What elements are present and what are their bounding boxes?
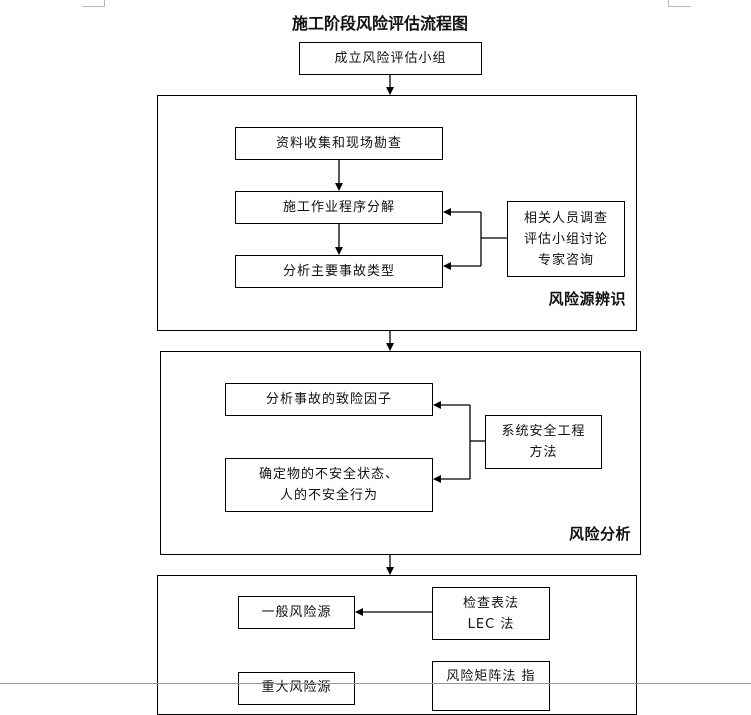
page-corner-mark-right xyxy=(668,0,691,7)
page-bottom-rule xyxy=(0,683,751,684)
page-corner-mark-left xyxy=(82,0,105,7)
identification-label: 风险源辨识 xyxy=(548,290,626,308)
general-methods-box: 检查表法 LEC 法 xyxy=(432,587,550,640)
document-title: 施工阶段风险评估流程图 xyxy=(291,14,468,33)
major-risk-box: 重大风险源 xyxy=(238,672,355,705)
form-team-box: 成立风险评估小组 xyxy=(299,42,482,75)
major-methods-box: 风险矩阵法 指 xyxy=(432,661,550,711)
identification-frame xyxy=(157,95,637,331)
analysis-frame xyxy=(160,351,641,555)
decompose-procedure-box: 施工作业程序分解 xyxy=(235,191,443,224)
general-risk-box: 一般风险源 xyxy=(238,596,355,629)
identification-methods-box: 相关人员调查 评估小组讨论 专家咨询 xyxy=(507,201,625,277)
evaluation-frame xyxy=(157,575,637,715)
accident-types-box: 分析主要事故类型 xyxy=(235,255,443,288)
analysis-label: 风险分析 xyxy=(568,525,631,543)
unsafe-states-box: 确定物的不安全状态、 人的不安全行为 xyxy=(225,458,433,512)
analysis-methods-box: 系统安全工程 方法 xyxy=(485,415,602,469)
collect-data-box: 资料收集和现场勘查 xyxy=(235,127,443,160)
flowchart-connectors xyxy=(335,74,507,616)
risk-factors-box: 分析事故的致险因子 xyxy=(225,383,433,416)
